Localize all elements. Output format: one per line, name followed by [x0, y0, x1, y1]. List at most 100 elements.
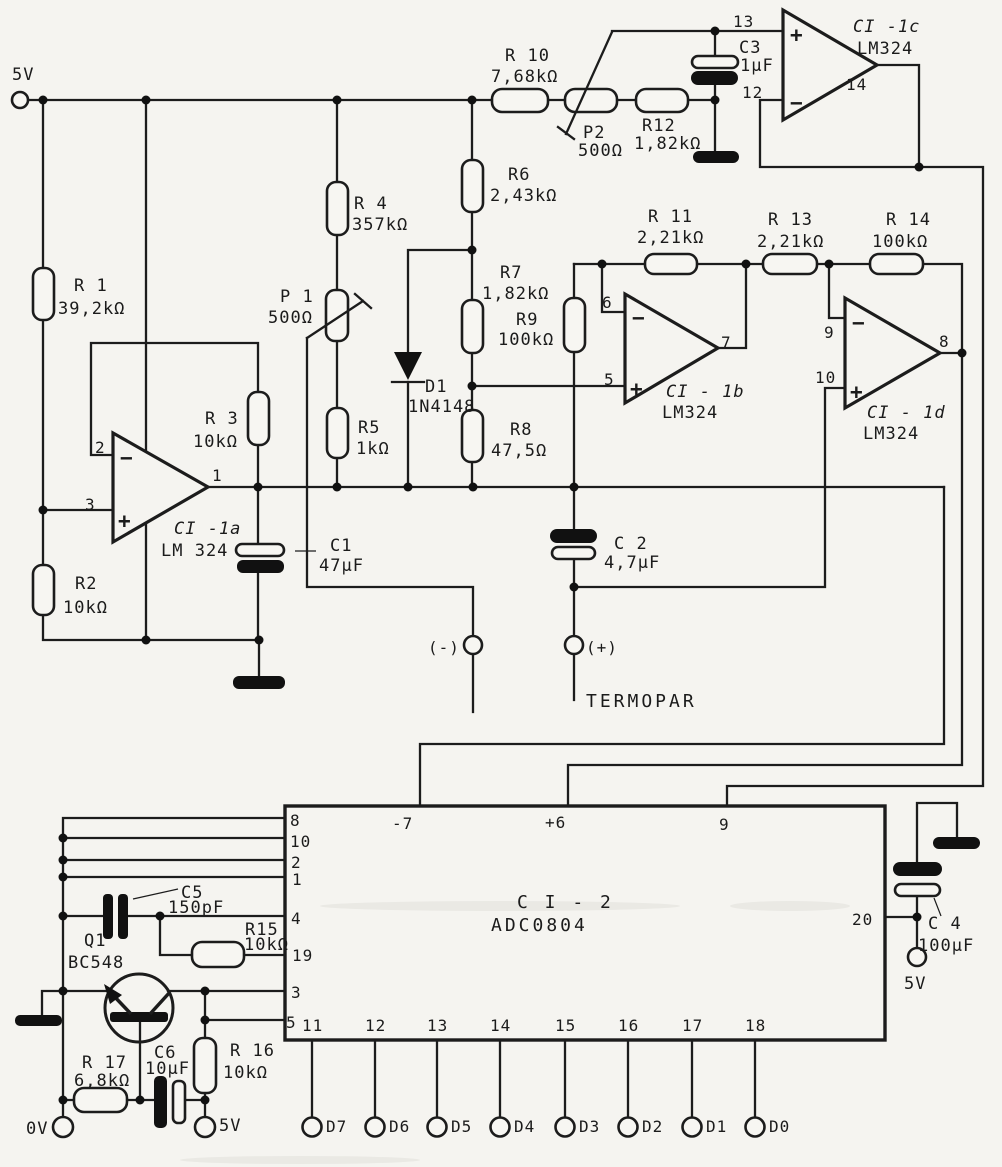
- ci1a-pin3: 3: [85, 495, 96, 514]
- adc-pin-15: 15: [555, 1016, 576, 1035]
- resistor-r16: [192, 1036, 218, 1095]
- d1-value: 1N4148: [408, 397, 475, 417]
- r12-value: 1,82kΩ: [634, 134, 701, 154]
- resistor-r12: [634, 87, 690, 114]
- ci1d-pin8: 8: [939, 332, 950, 351]
- r11-value: 2,21kΩ: [637, 228, 704, 248]
- r7-ref: R7: [500, 263, 522, 283]
- p1-wiper-icon: [305, 292, 373, 340]
- adc-pin-8: 8: [290, 811, 301, 830]
- ci1b-pin7: 7: [721, 333, 732, 352]
- ci1a-pin2: 2: [95, 438, 106, 457]
- r4-ref: R 4: [354, 194, 388, 214]
- r1-value: 39,2kΩ: [58, 299, 125, 319]
- opamp-ci1b: [623, 291, 722, 406]
- c4-ref: C 4: [928, 914, 962, 934]
- adc-pin-20: 20: [852, 910, 873, 929]
- terminal-d1: [681, 1116, 703, 1138]
- capacitors: [103, 54, 942, 1128]
- c5-value: 150pF: [168, 898, 224, 918]
- ci1c-part: LM324: [857, 39, 913, 59]
- label-0v: 0V: [26, 1119, 48, 1139]
- adc-pin-7: -7: [392, 814, 413, 833]
- terminal-d6: [364, 1116, 386, 1138]
- emitter-arrow-icon: [104, 984, 122, 1004]
- component-bodies: [31, 30, 925, 1114]
- cap-c4-plate: [893, 862, 942, 876]
- resistor-r4: [325, 180, 350, 237]
- ci1d-pin9: 9: [824, 323, 835, 342]
- opamp-ci1c: [781, 7, 881, 123]
- p2-wiper-icon: [556, 30, 614, 141]
- terminal-d7: [301, 1116, 323, 1138]
- r1-ref: R 1: [74, 276, 108, 296]
- adc-pin-6: +6: [545, 813, 566, 832]
- p2-value: 500Ω: [578, 141, 623, 161]
- terminal-5v-bottom: [193, 1115, 217, 1139]
- cap-c5-plate: [103, 894, 113, 939]
- cap-c6-plate: [154, 1076, 167, 1128]
- ci1c-pin12: 12: [742, 83, 763, 102]
- ci1d-minus: −: [852, 311, 865, 335]
- adc-pin-4: 4: [291, 909, 302, 928]
- r9-value: 100kΩ: [498, 330, 554, 350]
- r14-ref: R 14: [886, 210, 931, 230]
- r10-ref: R 10: [505, 46, 550, 66]
- adc-pin-2: 2: [291, 853, 302, 872]
- adc-pin-10: 10: [290, 832, 311, 851]
- ci1b-part: LM324: [662, 403, 718, 423]
- ci1b-plus: +: [630, 377, 643, 401]
- terminal-neg: [462, 634, 484, 656]
- r17-ref: R 17: [82, 1053, 127, 1073]
- resistor-r3: [246, 390, 271, 447]
- r5-ref: R5: [358, 418, 380, 438]
- terminal-0v: [51, 1115, 75, 1139]
- r3-ref: R 3: [205, 409, 239, 429]
- terminal-d0: [744, 1116, 766, 1138]
- neg-terminal-label: (-): [428, 638, 460, 657]
- ci1c-pin14: 14: [846, 75, 867, 94]
- c1-value: 47µF: [319, 556, 364, 576]
- cap-c3-plate: [690, 54, 740, 70]
- ground-icon: [15, 1015, 62, 1026]
- bit-d0: D0: [769, 1117, 790, 1136]
- terminal-5v-right: [906, 946, 928, 968]
- c5-label-pointer: [132, 888, 179, 900]
- ci1d-plus: +: [850, 380, 863, 404]
- pot-p1: [324, 288, 350, 343]
- ground-icon: [933, 837, 980, 849]
- ci1b-pin6: 6: [602, 293, 613, 312]
- resistor-r11: [643, 252, 699, 276]
- ci1c-minus: −: [790, 91, 803, 115]
- opamp-symbols: [111, 7, 944, 545]
- terminal-d3: [554, 1116, 576, 1138]
- r6-value: 2,43kΩ: [490, 186, 557, 206]
- r2-ref: R2: [75, 574, 97, 594]
- c1-ref: C1: [330, 536, 352, 556]
- r11-ref: R 11: [648, 207, 693, 227]
- c6-value: 10µF: [145, 1059, 190, 1079]
- c2-ref: C 2: [614, 534, 648, 554]
- c5-ref: C5: [181, 883, 203, 903]
- adc-pin-12: 12: [365, 1016, 386, 1035]
- resistor-r14: [868, 252, 925, 276]
- resistor-r6: [460, 158, 485, 214]
- diode-icon: [394, 352, 422, 380]
- opamp-ci1a: [111, 430, 212, 545]
- diode-d1: [390, 352, 426, 384]
- adc-pin-11: 11: [302, 1016, 323, 1035]
- adc-pin-19: 19: [292, 946, 313, 965]
- resistor-r13: [761, 252, 819, 276]
- label-5v-top: 5V: [12, 65, 34, 85]
- resistor-r8: [460, 408, 485, 464]
- bit-d3: D3: [579, 1117, 600, 1136]
- c2-value: 4,7µF: [604, 553, 660, 573]
- r5-value: 1kΩ: [356, 439, 390, 459]
- cap-c6-plate: [171, 1079, 187, 1125]
- adc-pin-3: 3: [291, 983, 302, 1002]
- cap-c2-plate: [550, 529, 597, 543]
- adc-pin-14: 14: [490, 1016, 511, 1035]
- ground-icon: [693, 151, 739, 163]
